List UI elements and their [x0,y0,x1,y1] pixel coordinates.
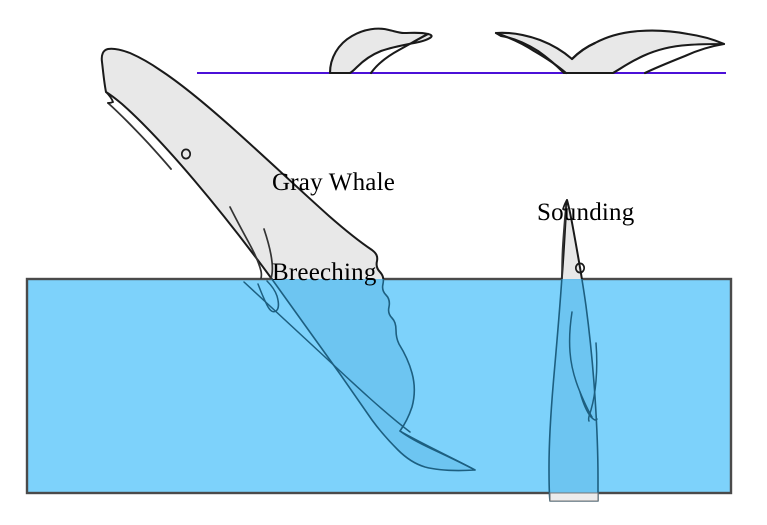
breaching-whale-eye [180,148,192,160]
caption-breeching: Gray Whale Breeching [272,108,395,348]
whale-flukes-at-surface [494,29,726,75]
whale-back-at-surface [328,27,433,75]
caption-sounding-label: Sounding [537,199,635,226]
sounding-gray-whale [548,199,599,502]
breaching-gray-whale [100,47,476,472]
caption-breeching-line2: Breeching [272,259,377,286]
caption-breeching-line1: Gray Whale [272,169,396,196]
caption-sounding: Sounding [537,138,634,288]
sounding-whale-eye [574,262,586,274]
